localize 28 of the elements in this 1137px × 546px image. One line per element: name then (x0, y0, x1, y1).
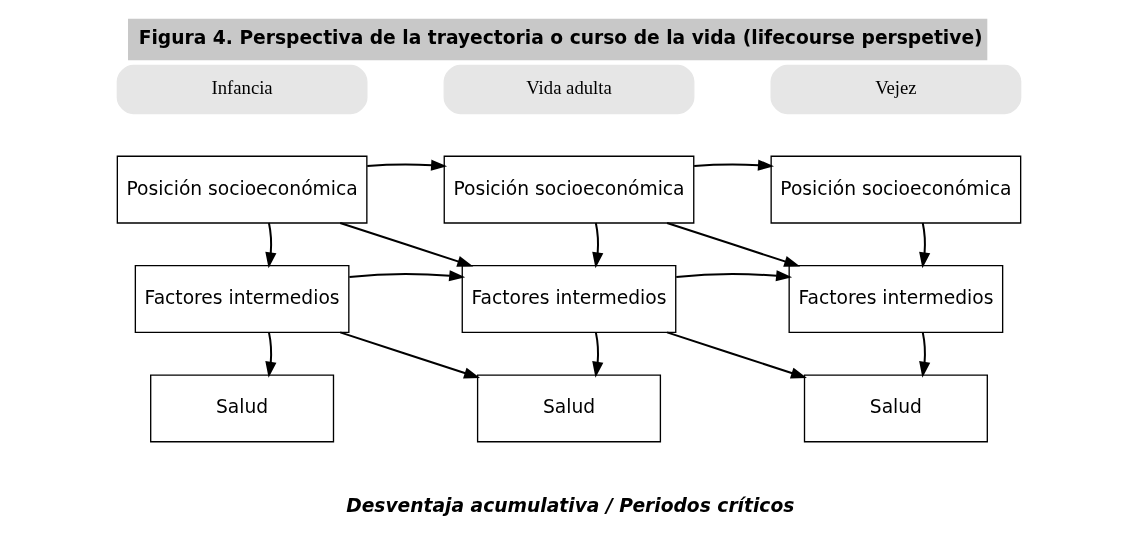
node-box: Salud (476, 374, 661, 443)
node-box: Posición socioeconómica (116, 155, 367, 224)
node-box: Factores intermedios (461, 265, 676, 334)
arrow (338, 221, 473, 267)
node-box: Posición socioeconómica (443, 155, 694, 224)
arrow (674, 270, 792, 282)
arrow (591, 221, 603, 269)
arrow (338, 331, 480, 379)
node-box: Factores intermedios (134, 265, 349, 334)
arrow (264, 331, 276, 378)
node-box: Vida adulta (443, 64, 694, 115)
node-box: Factores intermedios (788, 265, 1003, 334)
node-box: Salud (803, 374, 988, 443)
arrow (264, 221, 276, 269)
arrow (918, 331, 930, 378)
node-box: Infancia (116, 64, 367, 115)
arrow (347, 270, 465, 282)
node-box: Vejez (770, 64, 1021, 115)
arrow (918, 221, 930, 269)
arrow (665, 331, 807, 379)
arrow (692, 159, 774, 171)
node-box: Salud (149, 374, 334, 443)
arrow (665, 221, 800, 267)
diagram-title: Figura 4. Perspectiva de la trayectoria o curso de la vida (lifecourse perspetive) (138, 26, 983, 48)
arrow (365, 159, 447, 171)
arrow (591, 331, 603, 378)
caption: Desventaja acumulativa / Periodos críticos (345, 495, 794, 517)
node-box: Posición socioeconómica (770, 155, 1021, 224)
